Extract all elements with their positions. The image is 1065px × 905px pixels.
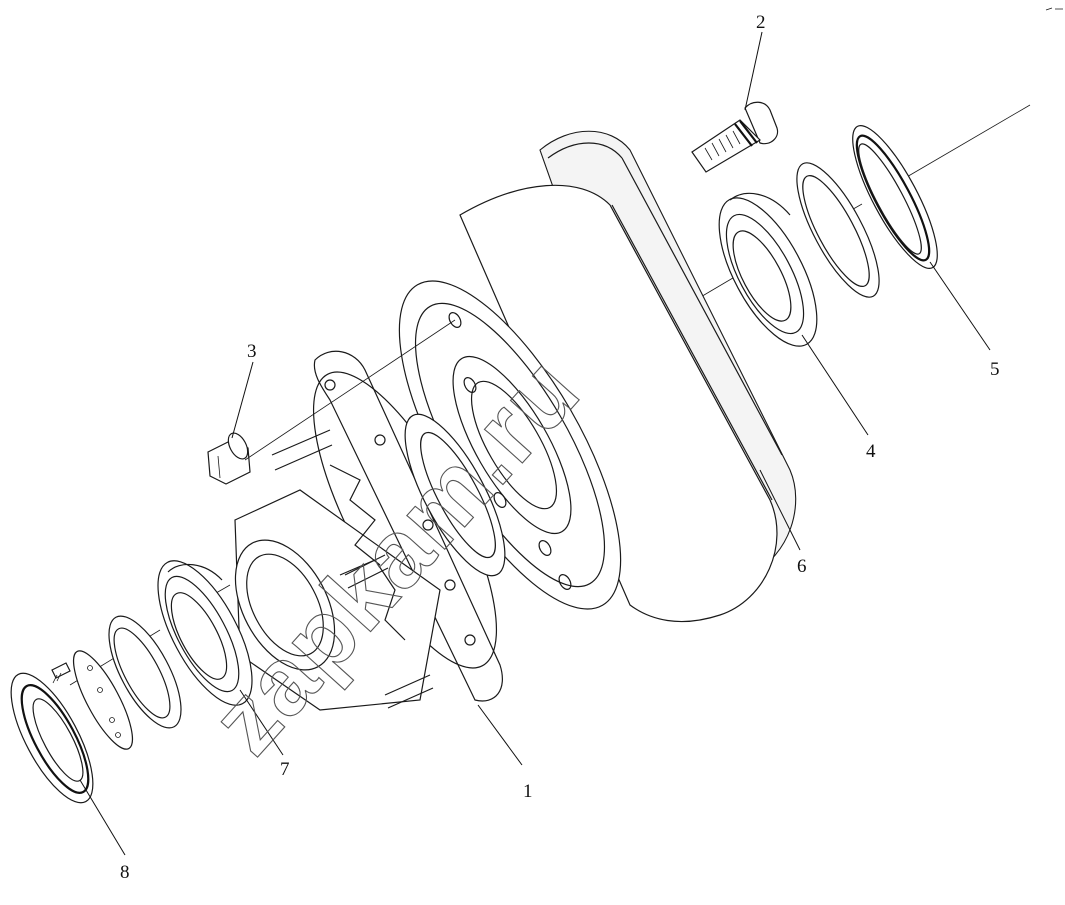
leader-lines [79, 31, 991, 856]
leader-4 [801, 334, 869, 436]
leader-6 [759, 469, 801, 551]
thrust-washer [108, 615, 182, 729]
bearing-cup [796, 162, 880, 298]
lock-screw [51, 662, 71, 684]
callout-labels: 1 2 3 4 5 6 7 8 [120, 12, 1000, 883]
callout-7: 7 [280, 759, 290, 780]
oil-seal [852, 125, 938, 269]
callout-5: 5 [990, 359, 1000, 380]
inner-bearing [157, 560, 253, 706]
leader-3 [231, 361, 254, 439]
callout-3: 3 [247, 341, 257, 362]
leader-2 [744, 31, 763, 111]
leader-8 [79, 779, 126, 856]
wheel-hub [234, 350, 506, 711]
outer-bearing [718, 192, 818, 347]
nut-axis [244, 319, 456, 461]
wheel-stud [691, 101, 779, 173]
lock-plate [72, 650, 134, 750]
callout-8: 8 [120, 862, 130, 883]
callout-2: 2 [756, 12, 766, 33]
callout-1: 1 [523, 781, 533, 802]
leader-7 [239, 689, 284, 756]
callout-4: 4 [866, 441, 876, 462]
callout-6: 6 [797, 556, 807, 577]
hub-cap [10, 672, 94, 804]
hub-nut [207, 432, 251, 485]
leader-1 [477, 704, 523, 766]
corner-mark [1045, 7, 1063, 11]
leader-5 [929, 261, 991, 351]
